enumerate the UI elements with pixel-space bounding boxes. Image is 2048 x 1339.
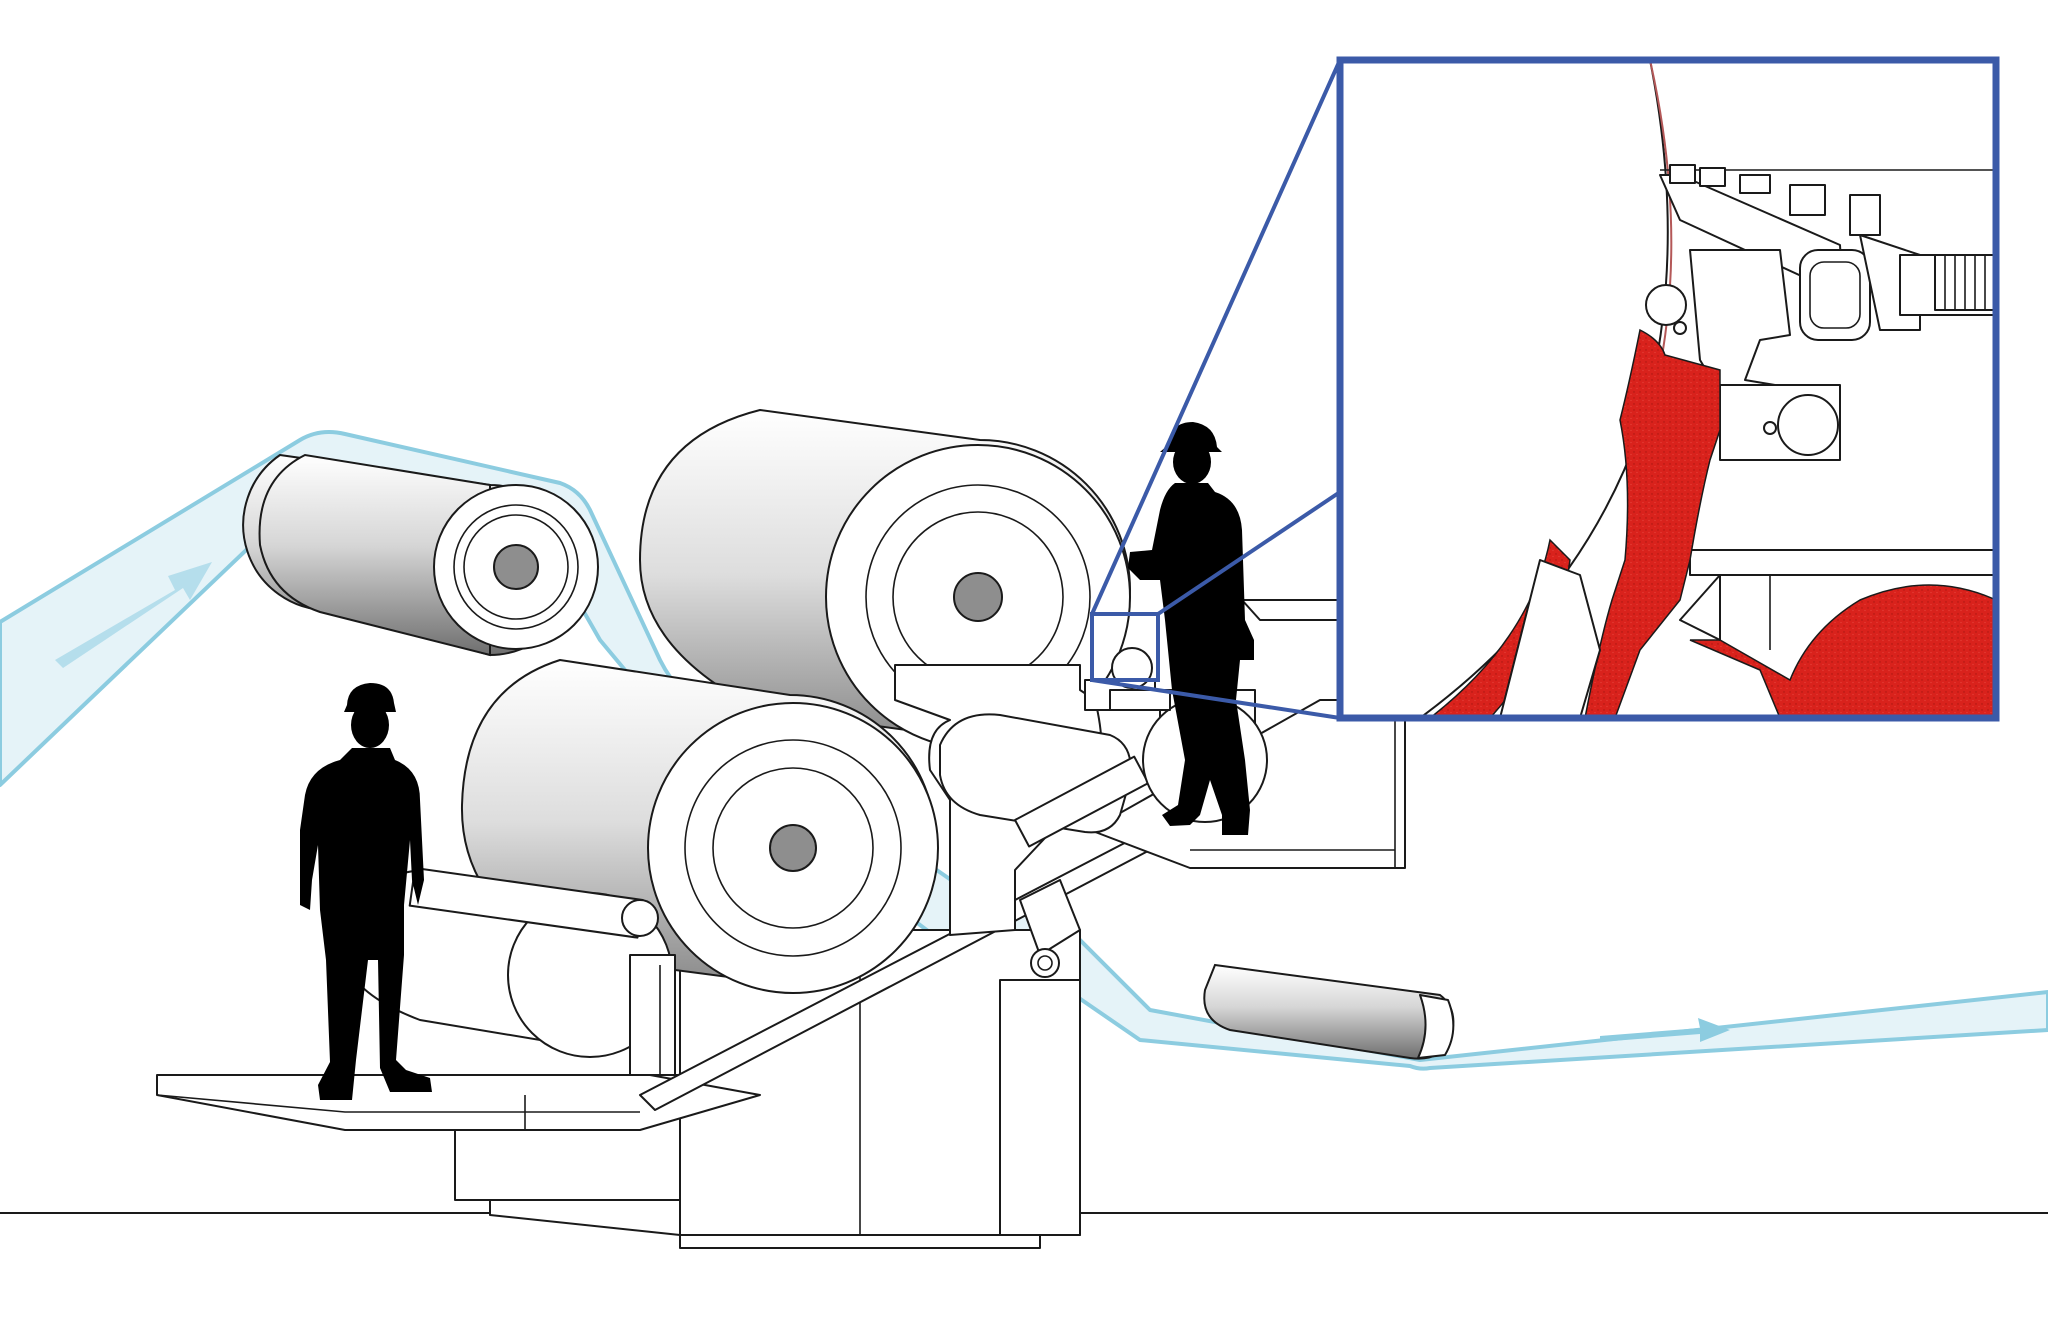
worker-silhouette-icon bbox=[300, 683, 432, 1100]
zoom-frame bbox=[1336, 56, 2000, 722]
adjustment-spring bbox=[1934, 254, 1993, 311]
flow-arrow-icon bbox=[1600, 1018, 1730, 1042]
zoom-source-box bbox=[1090, 612, 1160, 682]
exit-roll bbox=[1203, 963, 1455, 1060]
detail-inset bbox=[1336, 56, 2000, 722]
guide-roll bbox=[242, 453, 599, 657]
zoom-connector bbox=[1090, 59, 1342, 615]
flow-arrow-icon bbox=[55, 562, 212, 668]
bottom-felt-roll bbox=[339, 867, 676, 1076]
